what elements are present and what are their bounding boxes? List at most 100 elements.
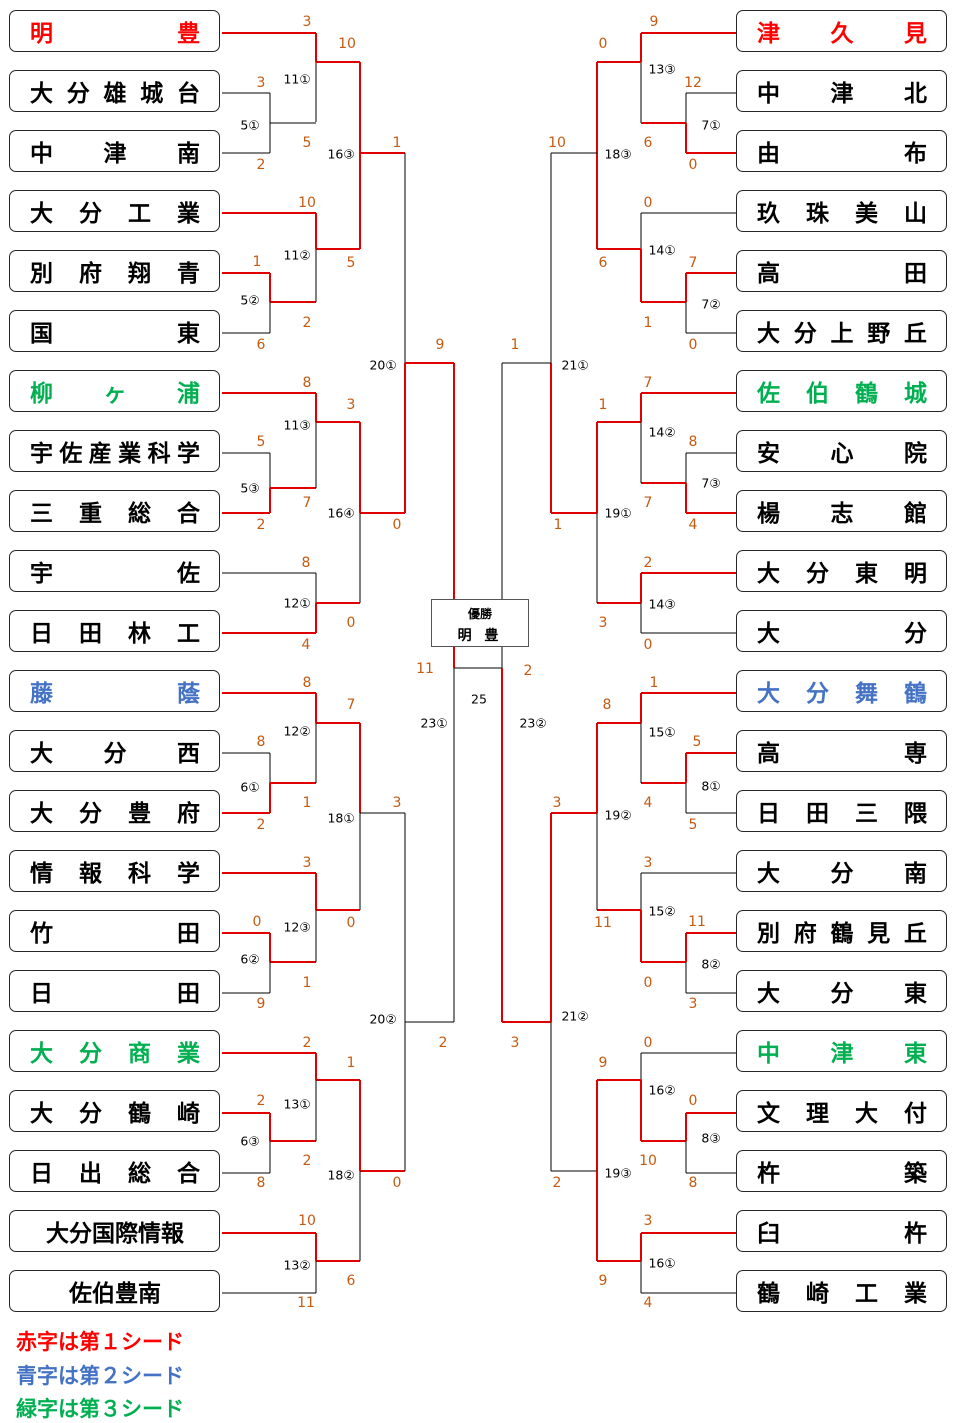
- score: 10: [298, 195, 316, 211]
- score: 1: [553, 517, 563, 533]
- score: 4: [643, 795, 653, 811]
- score: 4: [643, 1295, 653, 1311]
- score: 3: [510, 1035, 520, 1051]
- team-box-right-14: 日田三隈: [736, 790, 947, 832]
- score: 5: [346, 255, 356, 271]
- team-name: 鶴崎工業: [757, 1281, 927, 1307]
- score: 2: [256, 1093, 266, 1109]
- score: 11: [594, 915, 612, 931]
- team-name: 藤蔭: [30, 681, 200, 707]
- score: 0: [643, 975, 653, 991]
- team-box-left-21: 大分国際情報: [9, 1210, 220, 1252]
- match-label: 8①: [701, 778, 721, 794]
- team-box-right-21: 臼杵: [736, 1210, 947, 1252]
- team-box-left-14: 大分豊府: [9, 790, 220, 832]
- team-name: 楊志館: [757, 501, 927, 527]
- team-name: 別府翔青: [30, 261, 200, 287]
- team-box-left-15: 情報科学: [9, 850, 220, 892]
- score: 1: [649, 675, 659, 691]
- match-label: 15②: [648, 903, 676, 919]
- score: 1: [302, 795, 312, 811]
- team-name: 国東: [30, 321, 200, 347]
- team-box-right-18: 中津東: [736, 1030, 947, 1072]
- champion-box: 優勝 明 豊: [431, 599, 529, 647]
- match-label: 6①: [240, 779, 260, 795]
- match-label: 13③: [648, 61, 676, 77]
- score: 7: [346, 697, 356, 713]
- match-label: 12②: [283, 723, 311, 739]
- score: 0: [392, 517, 402, 533]
- legend-first-seed: 赤字は第１シード: [16, 1330, 184, 1354]
- team-name: 大分国際情報: [46, 1221, 184, 1247]
- score: 3: [643, 855, 653, 871]
- score: 6: [346, 1273, 356, 1289]
- score: 2: [552, 1175, 562, 1191]
- score: 3: [688, 996, 698, 1012]
- score: 0: [643, 1035, 653, 1051]
- team-box-right-11: 大分: [736, 610, 947, 652]
- team-name: 日出総合: [30, 1161, 200, 1187]
- score: 10: [548, 135, 566, 151]
- score: 1: [510, 337, 520, 353]
- score: 7: [643, 495, 653, 511]
- match-label: 23②: [519, 715, 547, 731]
- team-name: 大分上野丘: [757, 321, 927, 347]
- match-label: 12③: [283, 919, 311, 935]
- score: 10: [639, 1153, 657, 1169]
- team-box-left-17: 日田: [9, 970, 220, 1012]
- score: 1: [392, 135, 402, 151]
- team-name: 情報科学: [30, 861, 200, 887]
- team-name: 大分: [757, 621, 927, 647]
- match-label: 8③: [701, 1130, 721, 1146]
- match-label: 18③: [604, 146, 632, 162]
- team-box-left-8: 宇佐産業科学: [9, 430, 220, 472]
- score: 7: [643, 375, 653, 391]
- team-box-right-22: 鶴崎工業: [736, 1270, 947, 1312]
- match-label: 5③: [240, 480, 260, 496]
- score: 3: [346, 397, 356, 413]
- team-box-right-8: 安心院: [736, 430, 947, 472]
- score: 11: [688, 914, 706, 930]
- score: 1: [302, 975, 312, 991]
- match-label: 7②: [701, 296, 721, 312]
- team-box-left-4: 大分工業: [9, 190, 220, 232]
- score: 7: [302, 495, 312, 511]
- team-name: 大分商業: [30, 1041, 200, 1067]
- score: 0: [252, 914, 262, 930]
- score: 8: [301, 555, 311, 571]
- team-box-right-16: 別府鶴見丘: [736, 910, 947, 952]
- team-name: 三重総合: [30, 501, 200, 527]
- match-label: 16③: [327, 146, 355, 162]
- team-box-right-15: 大分南: [736, 850, 947, 892]
- team-name: 大分工業: [30, 201, 200, 227]
- score: 4: [688, 517, 698, 533]
- score: 9: [435, 337, 445, 353]
- match-label: 12①: [283, 595, 311, 611]
- team-box-left-10: 宇佐: [9, 550, 220, 592]
- score: 2: [302, 1035, 312, 1051]
- team-name: 安心院: [757, 441, 927, 467]
- team-box-left-18: 大分商業: [9, 1030, 220, 1072]
- score: 6: [256, 337, 266, 353]
- score: 0: [688, 1093, 698, 1109]
- score: 8: [602, 697, 612, 713]
- match-label: 5①: [240, 117, 260, 133]
- match-label: 15①: [648, 724, 676, 740]
- score: 3: [598, 615, 608, 631]
- team-name: 玖珠美山: [757, 201, 927, 227]
- match-label: 16①: [648, 1255, 676, 1271]
- team-name: 津久見: [757, 21, 927, 47]
- score: 5: [256, 434, 266, 450]
- team-name: 宇佐産業科学: [30, 441, 200, 467]
- match-label: 14②: [648, 424, 676, 440]
- team-box-right-3: 由布: [736, 130, 947, 172]
- score: 5: [692, 734, 702, 750]
- team-name: 高田: [757, 261, 927, 287]
- match-label: 20①: [369, 357, 397, 373]
- team-name: 大分南: [757, 861, 927, 887]
- score: 3: [302, 855, 312, 871]
- match-label: 7①: [701, 117, 721, 133]
- score: 10: [298, 1213, 316, 1229]
- team-name: 大分豊府: [30, 801, 200, 827]
